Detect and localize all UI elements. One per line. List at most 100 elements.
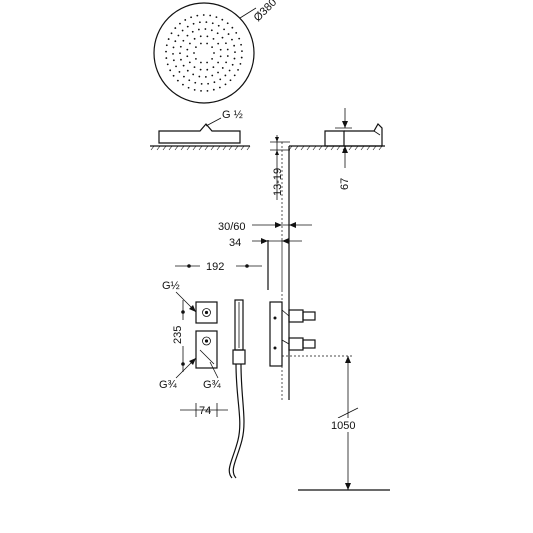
- nozzle-dot: [202, 14, 205, 16]
- g-half-top-leader: [205, 117, 222, 127]
- ceiling-wall-section: [281, 123, 385, 400]
- nozzle-dot: [217, 42, 220, 45]
- nozzle-dot: [206, 89, 209, 92]
- nozzle-dot: [221, 36, 224, 39]
- hatch-line: [204, 145, 209, 151]
- shower-head-side-view: G ½: [150, 109, 251, 151]
- nozzle-dot: [206, 68, 209, 71]
- nozzle-dot: [200, 83, 203, 85]
- nozzle-dot: [186, 69, 189, 72]
- diameter-leader: [239, 7, 257, 19]
- nozzle-dot: [231, 26, 234, 29]
- nozzle-dot: [195, 46, 197, 49]
- nozzle-dot: [239, 62, 242, 65]
- diverter-knob: [202, 308, 211, 317]
- shower-head-top-view: [153, 2, 255, 104]
- nozzle-dot: [184, 19, 187, 21]
- hatch-line: [294, 145, 299, 151]
- nozzle-dot: [200, 89, 202, 92]
- nozzle-dot: [240, 43, 242, 46]
- hatch-line: [246, 145, 251, 151]
- nozzle-dot: [199, 68, 202, 71]
- hatch-line: [306, 145, 311, 151]
- nozzle-dot: [231, 38, 233, 41]
- nozzle-dot: [225, 61, 228, 64]
- nozzle-dot: [235, 31, 238, 34]
- dimension-34: 34: [229, 237, 302, 249]
- nozzle-dot: [179, 22, 181, 25]
- hatch-line: [180, 145, 185, 151]
- dim-1050-label: 1050: [331, 420, 355, 432]
- nozzle-dot: [212, 38, 215, 40]
- nozzle-dot: [172, 59, 175, 62]
- nozzle-dot: [238, 37, 241, 40]
- dim-30-60-label: 30/60: [218, 221, 246, 233]
- nozzle-dot: [176, 79, 179, 82]
- nozzle-dot: [180, 58, 182, 61]
- nozzle-dot: [218, 86, 221, 89]
- hatch-line: [300, 145, 305, 151]
- nozzle-dot: [196, 14, 199, 17]
- nozzle-dot: [188, 79, 191, 82]
- ceiling-hatch-left: [150, 145, 251, 151]
- nozzle-dot: [167, 38, 170, 40]
- nozzle-dot: [217, 71, 219, 74]
- nozzle-dot: [175, 65, 177, 68]
- hatch-line: [288, 145, 293, 151]
- hand-shower-hose-a: [228, 363, 241, 479]
- mixer-front-view: [195, 301, 218, 369]
- shower-head-nozzles: [165, 14, 243, 92]
- g-half-top-label: G ½: [222, 109, 243, 121]
- hatch-line: [168, 145, 173, 151]
- nozzle-dot: [210, 29, 213, 32]
- nozzle-dot: [221, 67, 224, 69]
- diverter-plate: [195, 301, 218, 324]
- nozzle-dot: [172, 46, 175, 49]
- nozzle-dot: [206, 35, 209, 38]
- lower-spindle: [288, 337, 304, 351]
- nozzle-dot: [194, 81, 197, 84]
- hatch-line: [222, 145, 227, 151]
- g-three-quarter-left-label: G¾: [159, 379, 178, 391]
- nozzle-dot: [213, 52, 215, 54]
- dimension-67: 67: [335, 108, 352, 190]
- nozzle-dot: [192, 22, 195, 25]
- nozzle-dot: [231, 63, 234, 66]
- nozzle-dot: [212, 88, 215, 91]
- nozzle-dot: [228, 69, 231, 72]
- nozzle-dot: [191, 30, 194, 33]
- nozzle-dot: [237, 68, 239, 71]
- nozzle-dot: [233, 44, 236, 47]
- hand-shower-holder: [232, 349, 246, 365]
- nozzle-dot: [186, 55, 189, 58]
- thermostat-plate: [195, 330, 218, 369]
- nozzle-dot: [205, 21, 208, 23]
- hatch-line: [372, 145, 377, 151]
- dim-235-label: 235: [172, 326, 184, 344]
- nozzle-dot: [165, 57, 168, 59]
- ceiling-head-body: [324, 130, 345, 147]
- nozzle-dot: [189, 42, 191, 45]
- nozzle-dot: [172, 52, 174, 55]
- nozzle-dot: [179, 45, 182, 48]
- nozzle-dot: [216, 32, 219, 35]
- nozzle-dot: [193, 37, 196, 40]
- nozzle-dot: [204, 28, 207, 30]
- nozzle-dot: [179, 52, 181, 55]
- nozzle-dot: [229, 79, 232, 82]
- hatch-line: [318, 145, 323, 151]
- nozzle-dot: [174, 40, 177, 43]
- nozzle-dot: [207, 82, 210, 85]
- hatch-line: [186, 145, 191, 151]
- upper-spindle: [288, 309, 304, 323]
- nozzle-dot: [197, 28, 200, 31]
- nozzle-dot: [200, 42, 202, 45]
- nozzle-dot: [193, 66, 196, 68]
- nozzle-dot: [192, 73, 195, 76]
- dimension-30-60: 30/60: [218, 221, 312, 233]
- nozzle-dot: [224, 83, 227, 86]
- upper-knob: [302, 311, 316, 321]
- nozzle-dot: [186, 25, 189, 28]
- hatch-line: [150, 145, 155, 151]
